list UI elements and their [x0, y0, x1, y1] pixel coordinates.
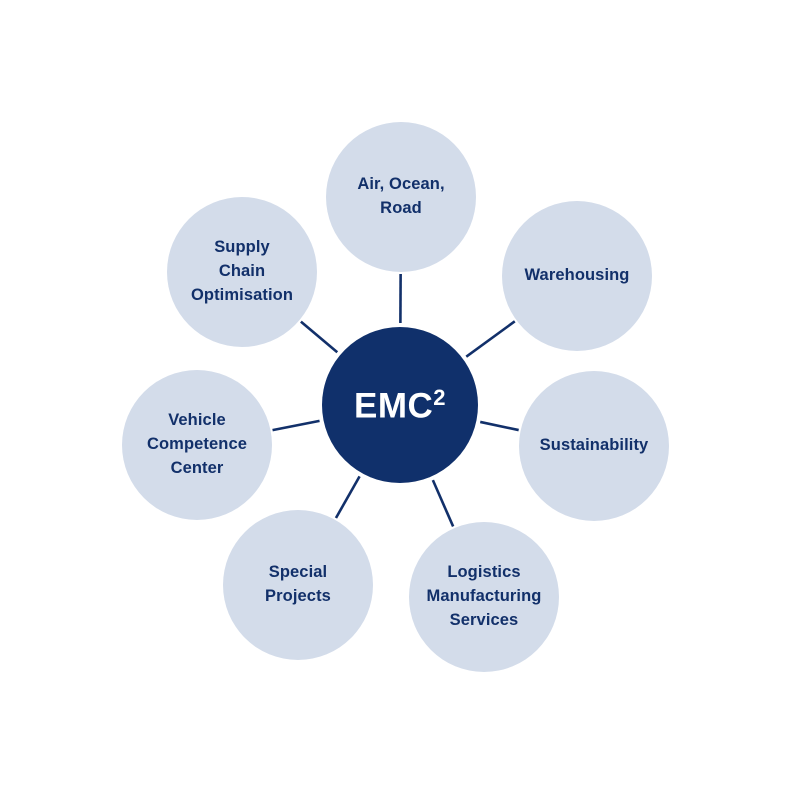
hub-node-label: EMC2 [353, 384, 447, 426]
node-label-supply-chain-optimisation: Supply Chain Optimisation [190, 238, 294, 304]
node-sustainability[interactable]: Sustainability [519, 371, 669, 521]
spoke-connector-warehousing [465, 320, 516, 358]
node-label-logistics-manufacturing-services: Logistics Manufacturing Services [426, 563, 542, 629]
node-label-warehousing: Warehousing [524, 266, 630, 285]
hub-label-text: EMC [353, 386, 434, 426]
hub-node-emc2[interactable]: EMC2 [322, 327, 478, 483]
spoke-connector-special-projects [334, 475, 361, 519]
hub-label-superscript: 2 [433, 384, 447, 410]
node-logistics-manufacturing-services[interactable]: Logistics Manufacturing Services [409, 522, 559, 672]
spoke-connector-vehicle-competence-center [272, 419, 320, 432]
node-label-air-ocean-road: Air, Ocean, Road [357, 175, 445, 217]
node-label-sustainability: Sustainability [539, 436, 649, 455]
node-vehicle-competence-center[interactable]: Vehicle Competence Center [122, 370, 272, 520]
spoke-connector-sustainability [479, 420, 519, 432]
node-label-vehicle-competence-center: Vehicle Competence Center [146, 411, 248, 477]
node-special-projects[interactable]: Special Projects [223, 510, 373, 660]
spoke-connector-supply-chain-optimisation [300, 320, 339, 354]
spoke-connector-logistics-manufacturing-services [431, 479, 455, 527]
node-label-special-projects: Special Projects [265, 563, 331, 605]
node-supply-chain-optimisation[interactable]: Supply Chain Optimisation [167, 197, 317, 347]
node-air-ocean-road[interactable]: Air, Ocean, Road [326, 122, 476, 272]
node-warehousing[interactable]: Warehousing [502, 201, 652, 351]
